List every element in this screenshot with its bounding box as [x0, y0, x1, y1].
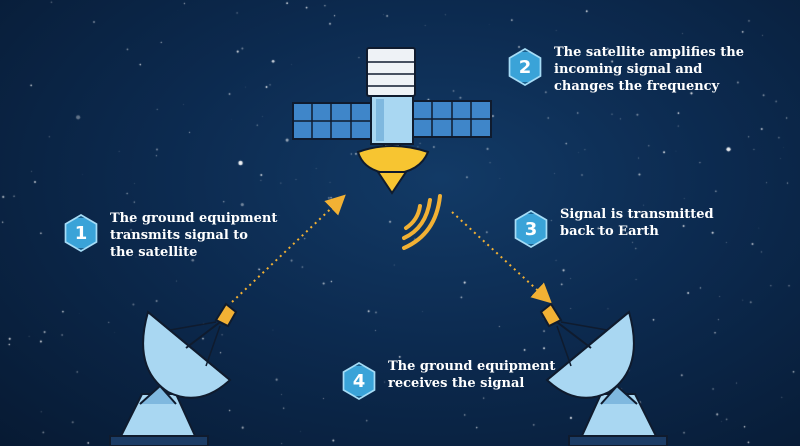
step-3-callout: 3 Signal is transmitted back to Earth [512, 207, 714, 248]
step-1-text: The ground equipment transmits signal to… [110, 211, 278, 260]
signal-waves-icon [402, 194, 442, 250]
satellite-icon [292, 47, 492, 195]
step-3-badge: 3 [516, 212, 546, 246]
step-2-text: The satellite amplifies the incoming sig… [554, 45, 744, 94]
uplink-arrow [231, 194, 346, 303]
step-4-text: The ground equipment receives the signal [388, 359, 556, 391]
step-1-badge: 1 [66, 216, 96, 250]
ground-dish-right-icon [539, 302, 668, 446]
ground-dish-left-icon [109, 302, 238, 446]
step-2-badge: 2 [510, 50, 540, 84]
step-4-callout: 4 The ground equipment receives the sign… [340, 359, 555, 400]
step-2-callout: 2 The satellite amplifies the incoming s… [506, 45, 744, 95]
step-4-badge: 4 [344, 364, 374, 398]
step-1-callout: 1 The ground equipment transmits signal … [62, 211, 277, 261]
step-3-text: Signal is transmitted back to Earth [560, 207, 714, 239]
